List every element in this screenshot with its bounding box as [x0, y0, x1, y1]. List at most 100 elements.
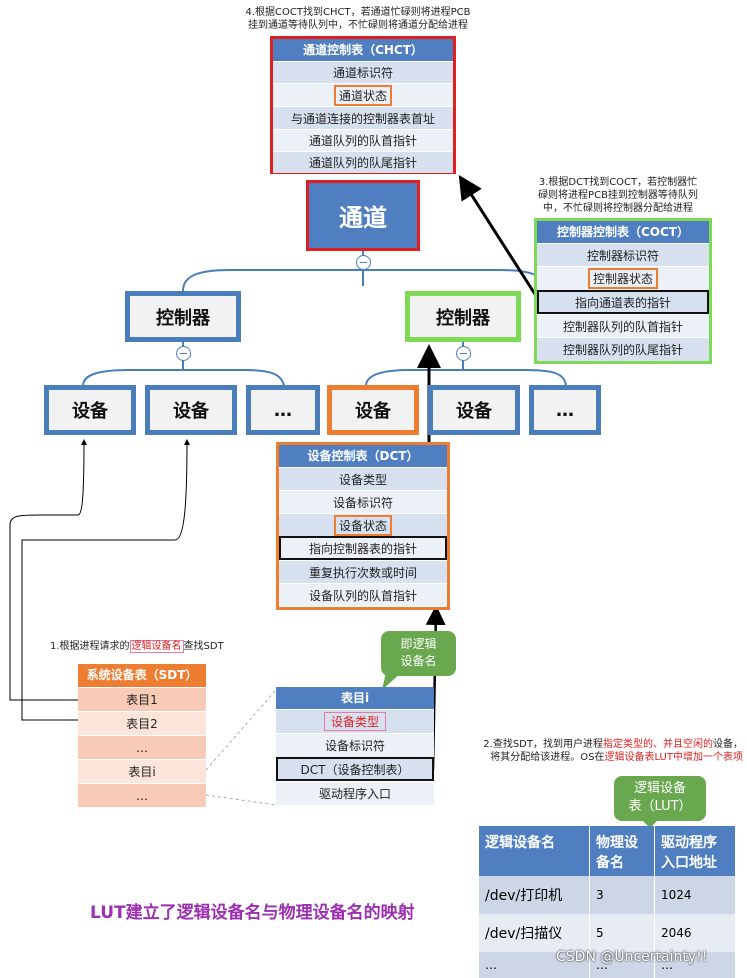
- note-step1: 1.根据进程请求的逻辑设备名查找SDT: [50, 640, 224, 653]
- device-label-1: 设备: [72, 401, 108, 422]
- coct-row-channel-pointer: 指向通道表的指针: [537, 290, 709, 314]
- note-step2-line2-b: 逻辑设备表LUT中增加一个表项: [604, 752, 743, 763]
- dct-device-status-label: 设备状态: [333, 514, 392, 536]
- lut-table: 逻辑设备名 物理设备名 驱动程序入口地址 /dev/打印机 3 1024 /de…: [479, 826, 735, 978]
- device-label-3: …: [274, 399, 292, 421]
- device-node-4: 设备: [327, 385, 419, 435]
- lut-header-driver: 驱动程序入口地址: [661, 835, 717, 871]
- chct-row-channel-status: 通道状态: [273, 83, 453, 106]
- note-step3-line3: 中，不忙碌则将控制器分配给进程: [543, 203, 693, 214]
- device-label-2: 设备: [173, 401, 209, 422]
- dct-title: 设备控制表（DCT）: [279, 445, 447, 467]
- dct-row-device-type: 设备类型: [279, 467, 447, 490]
- sdt-row-i: 表目i: [78, 759, 206, 783]
- coct-table: 控制器控制表（COCT） 控制器标识符 控制器状态 指向通道表的指针 控制器队列…: [534, 218, 712, 364]
- lut-cell: 2046: [661, 926, 692, 940]
- note-step2-line2-a: 将其分配给该进程。OS在: [490, 752, 605, 763]
- entry-i-table: 表目i 设备类型 设备标识符 DCT（设备控制表） 驱动程序入口: [276, 687, 434, 807]
- sdt-row-2: 表目2: [78, 711, 206, 735]
- coct-row-controller-status: 控制器状态: [537, 266, 709, 290]
- lut-row: /dev/扫描仪 5 2046: [479, 914, 735, 952]
- sdt-title: 系统设备表（SDT）: [78, 664, 206, 687]
- entry-i-title: 表目i: [276, 687, 434, 709]
- lut-header-logical: 逻辑设备名: [479, 826, 590, 876]
- lut-cell: …: [479, 952, 590, 978]
- callout-logical-name-tail: [382, 672, 402, 690]
- sdt-row-1: 表目1: [78, 687, 206, 711]
- device-node-2: 设备: [145, 385, 237, 435]
- sdt-row-3: …: [78, 735, 206, 759]
- dct-row-controller-pointer: 指向控制器表的指针: [279, 536, 447, 560]
- controller-label-2: 控制器: [436, 307, 490, 329]
- collapse-controller1-icon[interactable]: [176, 346, 191, 361]
- dct-row-device-id: 设备标识符: [279, 490, 447, 513]
- device-node-3: …: [246, 385, 320, 435]
- watermark: CSDN @Uncertainty!!: [556, 949, 708, 965]
- callout-logical-name: 即逻辑 设备名: [381, 631, 456, 676]
- controller-label-1: 控制器: [156, 307, 210, 329]
- chct-table: 通道控制表（CHCT） 通道标识符 通道状态 与通道连接的控制器表首址 通道队列…: [270, 36, 456, 174]
- dct-table: 设备控制表（DCT） 设备类型 设备标识符 设备状态 指向控制器表的指针 重复执…: [276, 442, 450, 610]
- note-step4-line2: 挂到通道等待队列中，不忙碌则将通道分配给进程: [248, 20, 468, 31]
- note-step3-line1: 3.根据DCT找到COCT，若控制器忙: [538, 177, 698, 188]
- note-step2-line2: 将其分配给该进程。OS在逻辑设备表LUT中增加一个表项: [441, 751, 743, 764]
- lut-header-physical: 物理设备名: [589, 826, 655, 876]
- note-step2: 2.查找SDT，找到用户进程指定类型的、并且空闲的设备， 将其分配给该进程。OS…: [441, 738, 743, 764]
- entry-i-row-driver: 驱动程序入口: [276, 781, 434, 805]
- note-step3-line2: 碌则将进程PCB挂到控制器等待队列: [538, 190, 698, 201]
- dct-row-retry: 重复执行次数或时间: [279, 560, 447, 583]
- lut-row: /dev/打印机 3 1024: [479, 876, 735, 914]
- entry-i-device-type-label: 设备类型: [323, 712, 386, 731]
- controller-node-1: 控制器: [125, 291, 241, 342]
- chct-channel-status-label: 通道状态: [333, 84, 392, 106]
- callout-lut-line2: 表（LUT）: [628, 799, 692, 814]
- device-node-1: 设备: [44, 385, 136, 435]
- lut-cell: …: [661, 958, 673, 972]
- chct-row-queue-tail: 通道队列的队尾指针: [273, 151, 453, 173]
- entry-i-row-device-id: 设备标识符: [276, 733, 434, 757]
- chct-row-controller-addr: 与通道连接的控制器表首址: [273, 106, 453, 129]
- note-step1-suffix: 查找SDT: [183, 641, 224, 652]
- dct-row-queue-head: 设备队列的队首指针: [279, 583, 447, 606]
- note-step4-line1: 4.根据COCT找到CHCT，若通道忙碌则将进程PCB: [245, 7, 471, 18]
- callout-lut-tail: [640, 818, 660, 828]
- device-label-5: 设备: [456, 401, 492, 422]
- note-step2-line1-b: 指定类型的、并且空闲的: [603, 739, 713, 750]
- note-step4: 4.根据COCT找到CHCT，若通道忙碌则将进程PCB 挂到通道等待队列中，不忙…: [228, 6, 488, 32]
- controller-node-2: 控制器: [405, 291, 521, 342]
- coct-row-queue-head: 控制器队列的队首指针: [537, 314, 709, 337]
- device-label-4: 设备: [355, 401, 391, 422]
- chct-row-channel-id: 通道标识符: [273, 61, 453, 83]
- lut-cell: /dev/打印机: [479, 876, 590, 914]
- callout-logical-name-line2: 设备名: [400, 654, 437, 668]
- entry-i-row-dct: DCT（设备控制表）: [276, 757, 434, 781]
- lut-row: … … …: [479, 952, 735, 978]
- collapse-channel-icon[interactable]: [356, 255, 371, 270]
- chct-row-queue-head: 通道队列的队首指针: [273, 129, 453, 151]
- coct-row-controller-id: 控制器标识符: [537, 243, 709, 266]
- note-step3: 3.根据DCT找到COCT，若控制器忙 碌则将进程PCB挂到控制器等待队列 中，…: [518, 176, 718, 215]
- callout-lut: 逻辑设备 表（LUT）: [614, 776, 706, 821]
- note-step1-prefix: 1.根据进程请求的: [50, 641, 130, 652]
- coct-row-queue-tail: 控制器队列的队尾指针: [537, 337, 709, 361]
- lut-header-row: 逻辑设备名 物理设备名 驱动程序入口地址: [479, 826, 735, 876]
- lut-cell: 1024: [661, 888, 692, 902]
- device-label-6: …: [556, 399, 574, 421]
- coct-title: 控制器控制表（COCT）: [537, 221, 709, 243]
- note-step1-highlight: 逻辑设备名: [129, 640, 184, 653]
- note-step2-line1-a: 2.查找SDT，找到用户进程: [483, 739, 603, 750]
- device-node-5: 设备: [428, 385, 520, 435]
- note-step2-line1: 2.查找SDT，找到用户进程指定类型的、并且空闲的设备，: [441, 738, 743, 751]
- entry-i-row-device-type: 设备类型: [276, 709, 434, 733]
- collapse-controller2-icon[interactable]: [456, 346, 471, 361]
- note-step2-line1-c: 设备，: [713, 739, 743, 750]
- callout-logical-name-line1: 即逻辑: [400, 637, 437, 651]
- device-node-6: …: [529, 385, 601, 435]
- lut-cell: /dev/扫描仪: [479, 914, 590, 952]
- dct-row-device-status: 设备状态: [279, 513, 447, 536]
- channel-node: 通道: [306, 180, 420, 251]
- callout-lut-line1: 逻辑设备: [633, 781, 686, 796]
- lut-cell: …: [589, 952, 655, 978]
- sdt-row-5: …: [78, 783, 206, 807]
- lut-cell: 3: [589, 876, 655, 914]
